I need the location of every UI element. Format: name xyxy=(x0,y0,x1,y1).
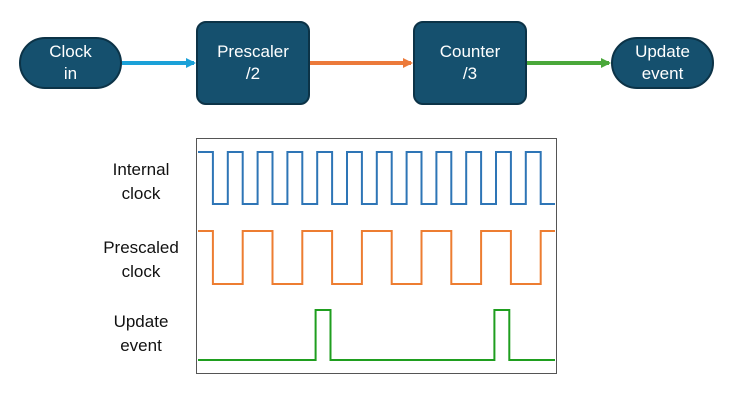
prescaled-clock-label: Prescaled clock xyxy=(86,236,196,284)
counter-label-2: /3 xyxy=(462,64,478,83)
update-event-label-2: event xyxy=(641,64,684,83)
timing-diagram xyxy=(196,138,557,374)
prescaler-label-1: Prescaler xyxy=(217,42,289,61)
update-event-signal-label-1: Update xyxy=(113,312,169,331)
counter-block: Counter /3 xyxy=(413,21,527,105)
update-event-waveform xyxy=(198,309,555,361)
internal-clock-label-1: Internal xyxy=(112,160,170,179)
prescaled-clock-label-2: clock xyxy=(121,262,161,281)
update-event-block: Update event xyxy=(611,37,714,89)
update-event-signal-label-2: event xyxy=(120,336,162,355)
flow-arrows xyxy=(122,58,611,68)
prescaled-clock-label-1: Prescaled xyxy=(103,238,179,257)
clock-in-label-1: Clock xyxy=(49,42,92,61)
internal-clock-waveform xyxy=(198,151,555,205)
counter-label-1: Counter xyxy=(439,42,501,61)
internal-clock-label-2: clock xyxy=(121,184,161,203)
prescaler-label-2: /2 xyxy=(245,64,261,83)
clock-in-block: Clock in xyxy=(19,37,122,89)
update-event-label-1: Update xyxy=(635,42,690,61)
clock-in-label-2: in xyxy=(63,64,78,83)
prescaled-clock-waveform xyxy=(198,230,555,285)
update-event-signal-label: Update event xyxy=(86,310,196,358)
internal-clock-label: Internal clock xyxy=(86,158,196,206)
prescaler-block: Prescaler /2 xyxy=(196,21,310,105)
